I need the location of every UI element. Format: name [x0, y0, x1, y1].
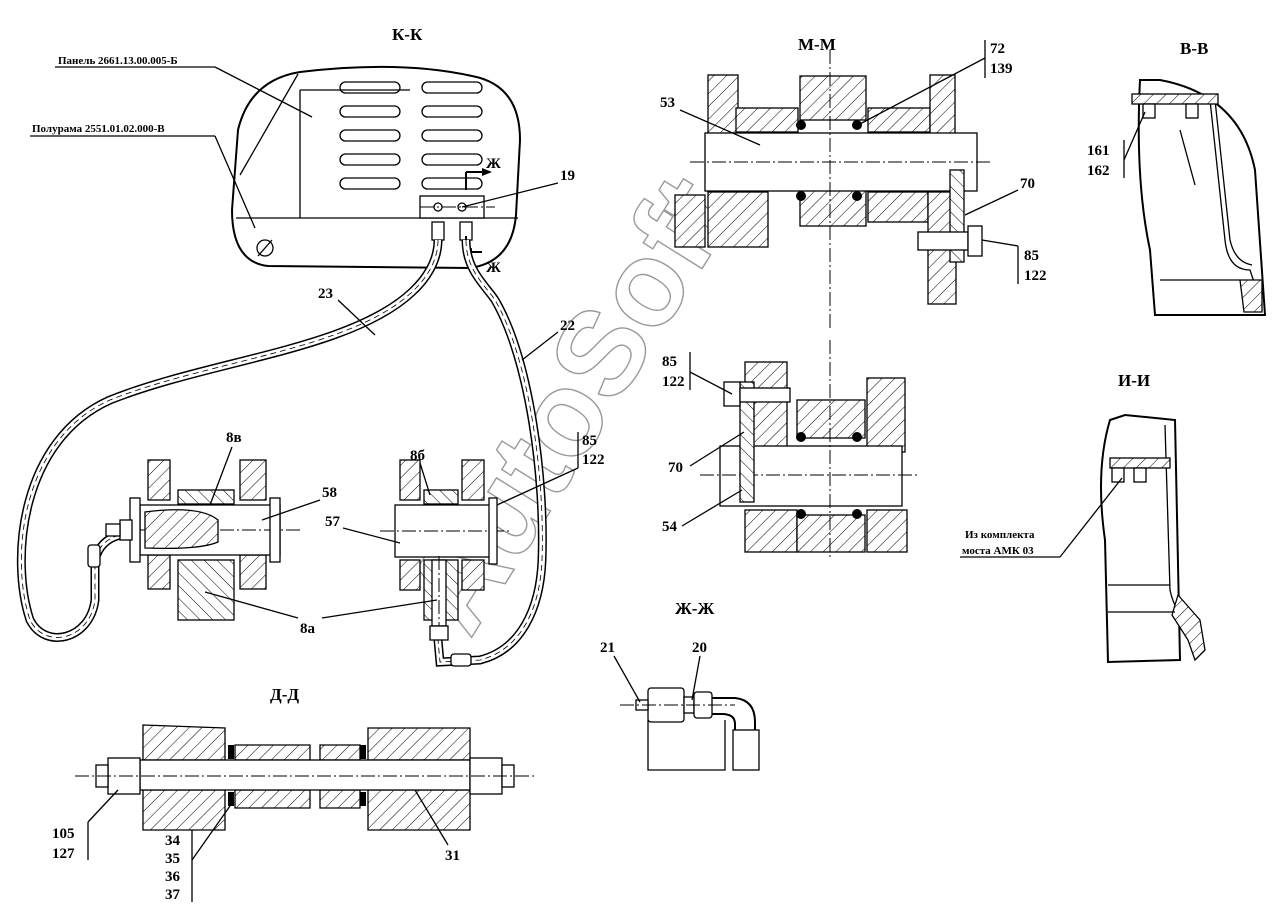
view-vv: В-В 161 162 — [1087, 39, 1267, 316]
view-mm-title: М-М — [798, 35, 836, 54]
panel-note: Панель 2661.13.00.005-Б — [58, 55, 178, 67]
callout-l22: 22 — [560, 318, 575, 334]
vent-slots — [339, 81, 483, 190]
frame-note: Полурама 2551.01.02.000-В — [32, 123, 165, 135]
callout-l21: 21 — [600, 640, 615, 656]
callout-l53: 53 — [660, 95, 675, 111]
callout-l8a: 8а — [300, 621, 316, 637]
callout-l127: 127 — [52, 846, 75, 862]
pin-assembly-left: 8в 58 — [105, 430, 337, 621]
view-kk: К-К Ж — [30, 25, 575, 276]
callout-l85a: 85 — [582, 433, 597, 449]
callout-l105: 105 — [52, 826, 75, 842]
callout-l31: 31 — [445, 848, 460, 864]
callout-l19: 19 — [560, 168, 575, 184]
view-ii-title: И-И — [1118, 371, 1150, 390]
view-ii: И-И Из комплекта моста АМК 03 — [960, 371, 1206, 664]
view-mm: М-М 72 139 53 70 85 122 — [660, 35, 1047, 330]
callout-l70b: 70 — [668, 460, 683, 476]
callout-l70a: 70 — [1020, 176, 1035, 192]
callout-l58: 58 — [322, 485, 337, 501]
view-vv-title: В-В — [1180, 39, 1208, 58]
view-kk-title: К-К — [392, 25, 423, 44]
callout-l122a: 122 — [582, 452, 605, 468]
view-dd-title: Д-Д — [270, 685, 299, 704]
view-zz-title: Ж-Ж — [675, 599, 714, 618]
view-mm-lower: 85 122 70 54 — [662, 340, 920, 560]
ii-note-line1: Из комплекта — [965, 529, 1035, 541]
callout-l122c: 122 — [662, 374, 685, 390]
label-views-kk-section_mark: Ж — [486, 156, 501, 172]
callout-l8v: 8в — [226, 430, 242, 446]
view-dd: Д-Д 105 127 34 35 36 37 31 — [52, 685, 535, 903]
callout-l23: 23 — [318, 286, 333, 302]
callout-l37: 37 — [165, 887, 181, 903]
hoses: 23 22 — [16, 239, 575, 667]
ii-note-line2: моста АМК 03 — [962, 545, 1034, 557]
pin-assembly-right: 8б 57 85 122 — [325, 432, 605, 641]
callout-l72: 72 — [990, 41, 1005, 57]
callout-l20: 20 — [692, 640, 707, 656]
callout-l54: 54 — [662, 519, 678, 535]
label-views-kk-section_mark: Ж — [486, 260, 501, 276]
callout-l57: 57 — [325, 514, 341, 530]
callout-l162: 162 — [1087, 163, 1110, 179]
callout-l36: 36 — [165, 869, 181, 885]
callout-l34: 34 — [165, 833, 181, 849]
callout-l122b: 122 — [1024, 268, 1047, 284]
callout-l85c: 85 — [662, 354, 677, 370]
callout-l35: 35 — [165, 851, 180, 867]
view-zz: Ж-Ж 21 20 — [600, 599, 760, 771]
callout-l161: 161 — [1087, 143, 1110, 159]
callout-l85b: 85 — [1024, 248, 1039, 264]
callout-l139: 139 — [990, 61, 1013, 77]
callout-l8b: 8б — [410, 448, 425, 464]
